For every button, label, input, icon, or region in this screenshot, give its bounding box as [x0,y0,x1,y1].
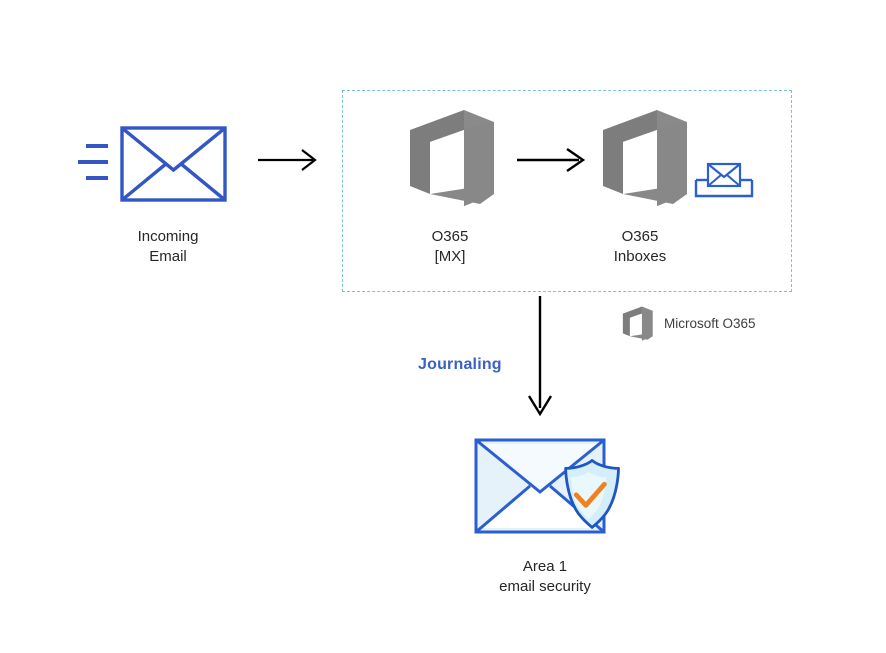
envelope-with-speed-lines-icon [78,126,227,202]
edge-inboxes-to-area1 [522,296,558,418]
edge-mx-to-inboxes [517,145,589,175]
office365-logo-icon [603,110,687,206]
arrow-down-icon [527,296,553,417]
o365-boundary-group [342,90,792,292]
edge-incoming-to-mx [258,145,320,175]
inbox-tray-envelope-icon-glyph [694,162,754,198]
node-area1-email-security-label: Area 1 email security [499,558,591,595]
legend-item-label: Microsoft O365 [664,315,756,331]
arrow-right-icon [258,149,317,171]
node-o365-mx-label: O365 [MX] [431,228,469,265]
node-area1-email-security [470,434,634,546]
office365-logo-icon [410,110,494,206]
node-o365-inboxes [595,108,691,208]
office365-logo-icon [622,306,653,340]
legend-item-microsoft-o365: Microsoft O365 [620,305,756,342]
node-incoming-email-label: Incoming Email [137,228,199,265]
arrow-right-icon [517,148,586,172]
node-incoming-email [74,118,229,208]
envelope-shield-check-icon [474,438,620,534]
legend: Microsoft O365 [620,303,800,343]
node-o365-mx [402,108,498,208]
inbox-tray-envelope-icon [694,158,754,200]
node-o365-inboxes-label: O365 Inboxes [613,228,667,265]
edge-journaling-label: Journaling [418,356,502,373]
